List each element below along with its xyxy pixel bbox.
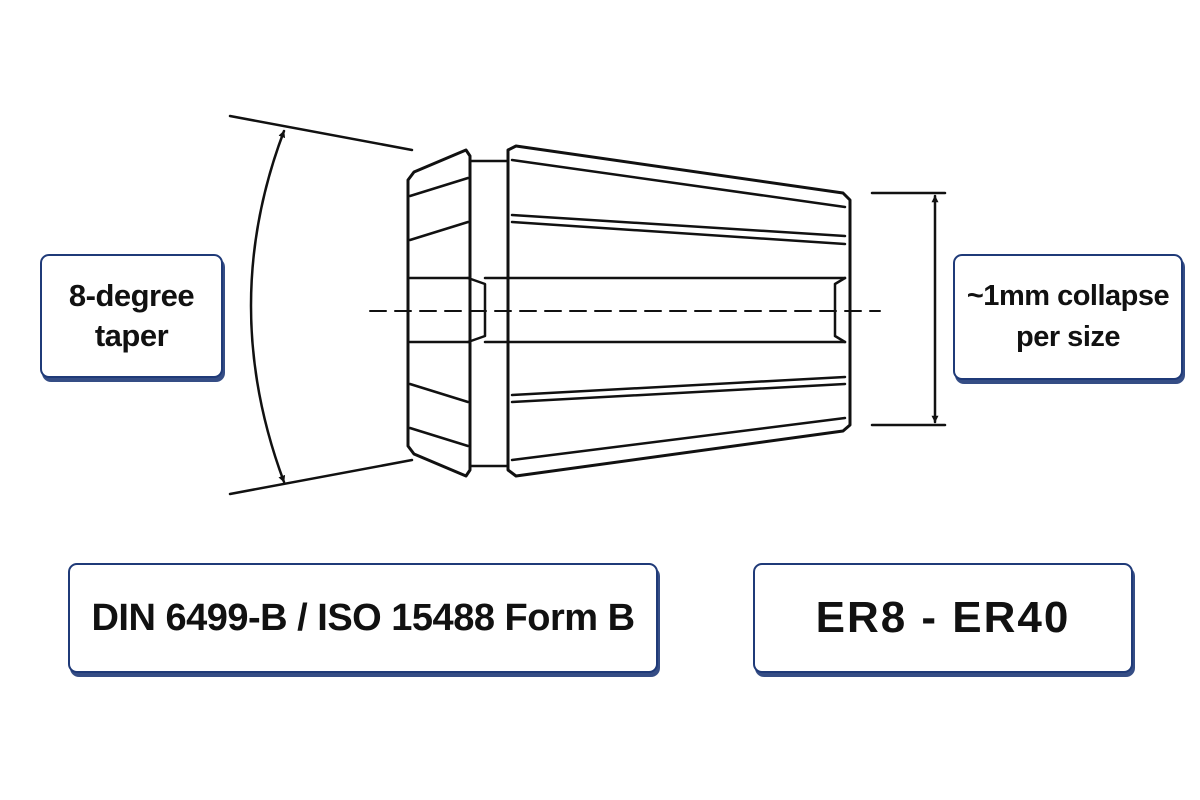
taper-label-line1: 8-degree — [68, 278, 195, 313]
main-body-slots — [483, 158, 847, 462]
collapse-label-line2: per size — [1016, 321, 1121, 353]
size-range-label: ER8 - ER40 — [753, 563, 1133, 673]
taper-extension-lines — [228, 114, 414, 496]
collapse-dimension — [870, 191, 947, 427]
standard-label: DIN 6499-B / ISO 15488 Form B — [68, 563, 658, 673]
collet-main-body — [506, 144, 852, 478]
taper-label-line2: taper — [94, 318, 169, 353]
taper-angle-arc — [249, 129, 286, 484]
front-ring-slots — [408, 176, 470, 448]
collapse-range-label: ~1mm collapse per size — [953, 254, 1183, 380]
taper-angle-label: 8-degree taper — [40, 254, 223, 378]
taper-extension-line-bottom — [228, 458, 414, 496]
collet-front-ring — [406, 148, 472, 478]
collapse-label-line1: ~1mm collapse — [966, 280, 1170, 312]
standard-text: DIN 6499-B / ISO 15488 Form B — [91, 596, 635, 639]
taper-extension-line-top — [228, 114, 414, 152]
size-range-text: ER8 - ER40 — [815, 593, 1071, 642]
collet-groove — [468, 159, 510, 468]
